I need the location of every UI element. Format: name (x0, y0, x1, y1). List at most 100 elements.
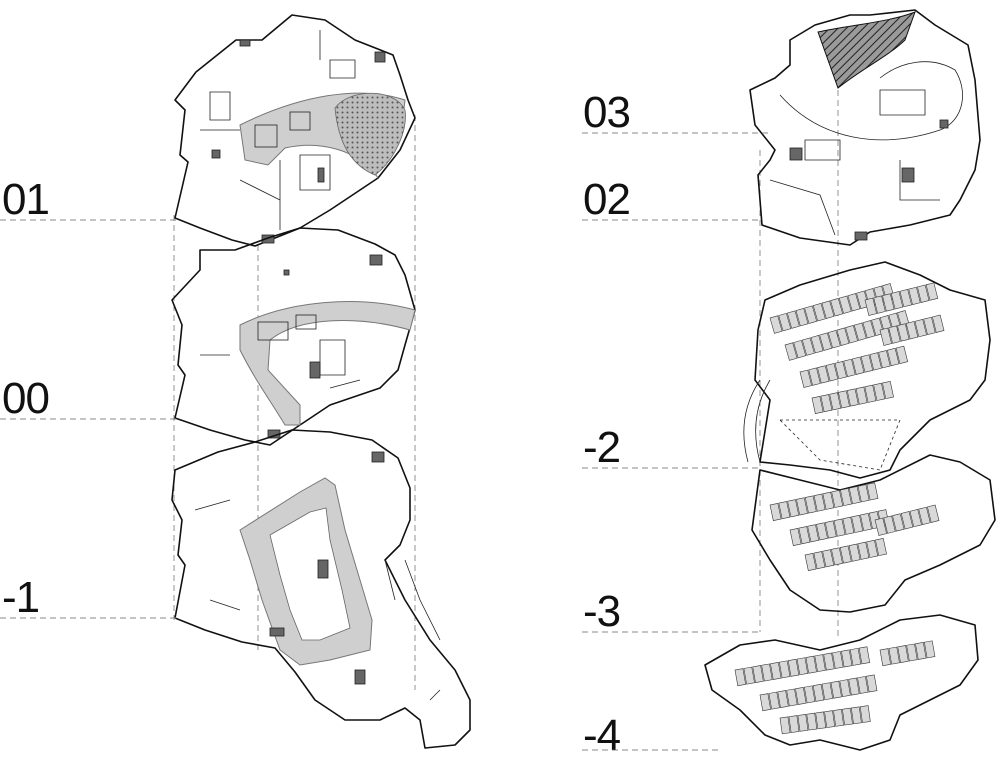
parking-stall (799, 369, 812, 388)
parking-stall (833, 709, 844, 727)
parking-stall (864, 384, 877, 403)
parking-stall (853, 322, 867, 341)
parking-stall (875, 538, 887, 557)
parking-stall-rows (734, 282, 945, 735)
parking-stall (778, 312, 792, 332)
plan-level-01 (174, 14, 416, 247)
parking-stall (832, 651, 844, 669)
parking-stall (743, 666, 755, 685)
parking-stall (784, 342, 798, 361)
level-label-minus3: -3 (583, 587, 620, 636)
parking-stall (842, 707, 853, 726)
parking-stall (803, 685, 816, 704)
parking-stall (909, 508, 922, 528)
parking-stall (836, 327, 850, 346)
parking-stall (848, 677, 860, 696)
parking-stall (915, 642, 927, 660)
parking-stall (840, 488, 852, 507)
parking-stall (860, 354, 874, 373)
parking-stall-row (759, 674, 878, 712)
parking-stall (878, 350, 891, 369)
parking-stall (825, 363, 839, 382)
parking-stall (819, 332, 833, 351)
level-label-01: 01 (2, 175, 49, 224)
parking-stall (874, 517, 887, 536)
parking-stall-row (879, 640, 936, 667)
parking-stall (866, 539, 879, 558)
parking-stall-row (804, 538, 887, 572)
parking-stall (734, 668, 747, 687)
parking-stall (848, 486, 861, 505)
parking-stall-row (811, 381, 894, 415)
parking-stall (761, 663, 773, 682)
parking-stall (873, 382, 886, 401)
parking-stall (879, 648, 892, 667)
parking-stall (890, 291, 904, 310)
parking-stall (831, 547, 843, 566)
parking-stall (813, 493, 826, 512)
parking-stall (857, 541, 870, 560)
level-label-03: 03 (583, 88, 630, 137)
parking-stall (839, 545, 852, 564)
parking-stall (866, 482, 879, 501)
parking-stall (841, 649, 853, 668)
parking-stall (777, 690, 789, 708)
parking-stall (906, 643, 918, 662)
parking-stall (795, 307, 809, 327)
parking-stall (822, 549, 835, 568)
parking-stall (838, 390, 850, 409)
parking-stall (770, 662, 782, 680)
parking-stall (814, 654, 826, 673)
parking-stall (824, 710, 836, 728)
parking-stall (848, 543, 861, 562)
parking-stall (847, 293, 861, 312)
parking-stall (888, 646, 900, 665)
parking-stall (829, 392, 842, 411)
parking-stall (768, 691, 780, 710)
parking-stall (897, 323, 910, 342)
parking-stall (796, 497, 808, 516)
parking-stall (804, 495, 817, 514)
parking-stall (752, 665, 764, 683)
parking-stall (811, 395, 824, 415)
parking-stall (869, 352, 882, 371)
parking-stall (908, 286, 921, 306)
level-label-02: 02 (583, 175, 630, 224)
parking-stall (873, 295, 886, 314)
parking-stall (808, 367, 821, 386)
parking-stall (824, 520, 837, 539)
parking-stall-row (769, 482, 879, 522)
parking-stall-row (734, 646, 871, 687)
parking-stall-row (879, 314, 945, 346)
parking-stall (769, 315, 783, 334)
parking-stall (850, 706, 862, 725)
parking-stall (798, 526, 811, 545)
parking-stall (759, 693, 772, 712)
parking-stall (796, 657, 809, 676)
parking-stall (888, 325, 901, 344)
parking-stall (804, 552, 817, 572)
parking-stall (787, 658, 800, 677)
parking-stall (817, 365, 830, 384)
parking-stall (846, 388, 859, 407)
parking-stall (806, 712, 818, 731)
parking-stall (923, 316, 936, 336)
parking-stall (834, 360, 847, 380)
parking-stall (857, 676, 869, 694)
parking-stall (839, 679, 851, 698)
parking-stall (882, 381, 894, 400)
plan-parking-levels (704, 261, 996, 751)
parking-stall (858, 646, 871, 665)
parking-stall (787, 499, 800, 518)
parking-stall (897, 645, 909, 663)
parking-stall (820, 394, 833, 413)
parking-stall (905, 321, 919, 340)
parking-stall (812, 683, 825, 702)
parking-stall (816, 522, 828, 541)
parking-stall (849, 647, 862, 666)
level-label-minus2: -2 (583, 423, 620, 472)
parking-stall (927, 504, 940, 523)
parking-stall (813, 551, 826, 570)
parking-stall (851, 514, 864, 533)
